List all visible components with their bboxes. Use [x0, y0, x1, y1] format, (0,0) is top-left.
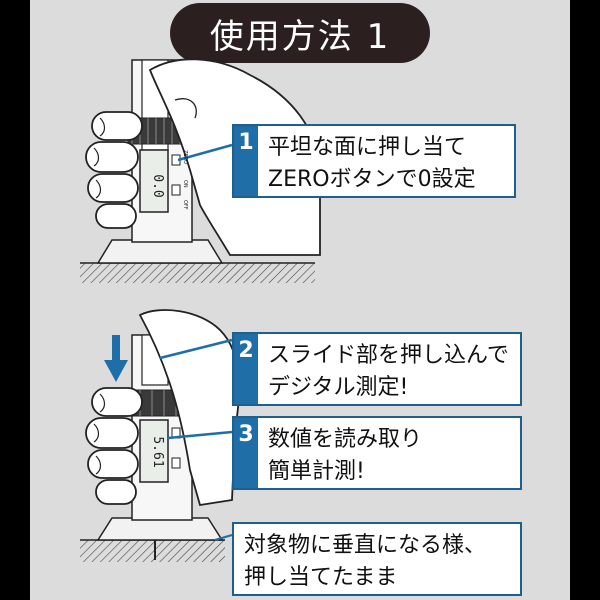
leader-note: [214, 534, 233, 541]
leader-3: [167, 430, 233, 440]
lcd-top: [139, 149, 169, 213]
lcd-bottom: [139, 419, 169, 483]
fingers-bottom: [85, 387, 143, 505]
hand-bottom: [138, 309, 240, 507]
step-text-2: スライド部を押し込んで デジタル測定!: [258, 334, 519, 404]
step-2-line-1: スライド部を押し込んで: [268, 343, 509, 368]
label-on-top: ON: [182, 180, 188, 188]
label-off-top: OFF: [182, 200, 188, 210]
step-1-line-2: ZEROボタンで0設定: [268, 167, 476, 192]
gauge-base-top: [96, 239, 224, 264]
note-text: 対象物に垂直になる様、 押し当てたまま: [234, 524, 496, 594]
surface-hatch-top: [80, 263, 315, 283]
reading-bottom: 5.61: [150, 436, 165, 467]
label-zero-top: ZERO: [182, 150, 188, 164]
callout-step-3: 3 数値を読み取り 簡単計測!: [232, 416, 522, 490]
step-3-line-2: 簡単計測!: [268, 459, 365, 484]
lower-scene: [80, 309, 240, 562]
callout-step-1: 1 平坦な面に押し当て ZEROボタンで0設定: [232, 124, 516, 198]
step-2-line-2: デジタル測定!: [268, 375, 409, 400]
page-title: 使用方法 1: [170, 3, 430, 63]
note-line-2: 押し当てたまま: [244, 565, 398, 590]
surface-hatch-bottom: [80, 540, 225, 562]
callout-step-2: 2 スライド部を押し込んで デジタル測定!: [232, 332, 522, 406]
step-number-1: 1: [234, 126, 258, 196]
step-1-line-1: 平坦な面に押し当て: [268, 135, 467, 160]
note-line-1: 対象物に垂直になる様、: [244, 533, 487, 558]
leader-2: [159, 338, 233, 360]
step-number-3: 3: [234, 418, 258, 488]
step-text-3: 数値を読み取り 簡単計測!: [258, 418, 432, 488]
step-text-1: 平坦な面に押し当て ZEROボタンで0設定: [258, 126, 486, 196]
step-3-line-1: 数値を読み取り: [268, 427, 423, 452]
fingers-top: [85, 111, 143, 229]
gauge-base-bottom: [96, 517, 224, 541]
reading-top: 0.0: [150, 174, 165, 197]
push-arrow: [104, 335, 128, 382]
leader-1: [177, 143, 233, 162]
note-box: 対象物に垂直になる様、 押し当てたまま: [232, 522, 522, 596]
power-button-top: [171, 184, 181, 196]
step-number-2: 2: [234, 334, 258, 404]
